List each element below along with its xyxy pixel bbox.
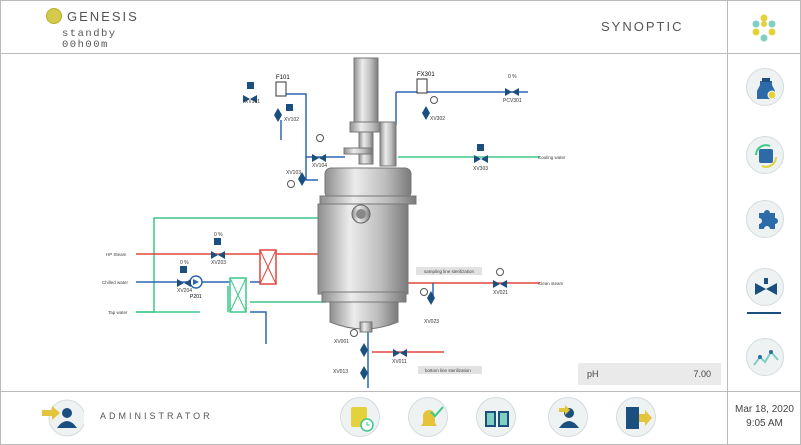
- datetime: Mar 18, 2020 9:05 AM: [727, 391, 801, 445]
- cooling-water-label: Cooling water: [538, 155, 566, 160]
- valve-xv204[interactable]: [177, 279, 191, 287]
- user-admin-button[interactable]: [548, 397, 588, 437]
- valve-xv303[interactable]: [474, 155, 488, 163]
- synoptic-panel: F101 FX301 P201: [0, 54, 727, 392]
- book-icon: [485, 411, 509, 427]
- xv001-label: XV001: [334, 339, 349, 345]
- valve-xv101[interactable]: [243, 95, 257, 103]
- brand: GENESIS: [46, 8, 139, 24]
- user-role: ADMINISTRATOR: [100, 411, 213, 421]
- pcv301-label: PCV301: [503, 98, 522, 104]
- sidebar-item-synoptic[interactable]: [746, 268, 784, 306]
- tap-water-label: Tap water: [108, 310, 128, 315]
- user-login-button[interactable]: [40, 398, 86, 438]
- valve-xv203[interactable]: [211, 251, 225, 259]
- xv204-percent: 0 %: [180, 260, 189, 266]
- sidebar: [727, 0, 801, 392]
- valve-xv013[interactable]: [360, 366, 368, 380]
- xv013-label: XV013: [333, 369, 348, 375]
- manual-button[interactable]: [476, 397, 516, 437]
- user-login-icon: [42, 399, 86, 437]
- xv101-label: XV101: [245, 99, 260, 105]
- xv203-percent: 0 %: [214, 232, 223, 238]
- hp-steam-label: HP Steam: [106, 252, 127, 257]
- footer: [0, 391, 801, 445]
- sidebar-active-indicator: [747, 312, 781, 314]
- xv021-label: XV021: [493, 290, 508, 296]
- sidebar-item-puzzle[interactable]: [746, 200, 784, 238]
- bottom-sterilization-button[interactable]: [418, 366, 482, 374]
- steam-lines: [136, 253, 540, 353]
- cooling-lines: [136, 156, 540, 313]
- valve-xv102[interactable]: [274, 108, 282, 122]
- app-name: GENESIS: [67, 8, 139, 24]
- chilled-water-label: Chilled water: [102, 280, 129, 285]
- valve-xv001[interactable]: [360, 343, 368, 357]
- xv104-label: XV104: [312, 163, 327, 169]
- filter-fx301-label: FX301: [417, 72, 435, 78]
- xv203-label: XV203: [211, 260, 226, 266]
- valve-xv104[interactable]: [312, 154, 326, 162]
- user-icon: [559, 405, 579, 428]
- sampling-sterilization-button[interactable]: [416, 267, 482, 275]
- ph-label: pH: [587, 369, 599, 379]
- valve-xv023[interactable]: [427, 291, 435, 305]
- sidebar-item-reactor[interactable]: [746, 68, 784, 106]
- header: [0, 0, 727, 54]
- puzzle-icon: [759, 210, 778, 229]
- filter-fx301[interactable]: [416, 78, 428, 94]
- ph-readout[interactable]: pH 7.00: [578, 363, 721, 385]
- dots-logo-icon: [752, 14, 776, 42]
- xv103-label: XV103: [286, 170, 301, 176]
- valve-xv301[interactable]: [422, 106, 430, 120]
- bioreactor-vessel: [317, 57, 417, 333]
- xv102-label: XV102: [284, 117, 299, 123]
- page-title: SYNOPTIC: [601, 19, 684, 34]
- xv023-label: XV023: [424, 319, 439, 325]
- process-diagram: F101 FX301 P201: [102, 57, 566, 388]
- bell-check-icon: [421, 406, 444, 426]
- xv011-label: XV011: [392, 359, 407, 365]
- valve-pcv301[interactable]: [505, 88, 519, 96]
- valve-xv011[interactable]: [393, 349, 407, 357]
- logout-button[interactable]: [616, 397, 656, 437]
- sidebar-item-cycle[interactable]: [746, 136, 784, 174]
- valve-xv103[interactable]: [298, 172, 306, 186]
- pcv301-percent: 0 %: [508, 74, 517, 80]
- valve-icon: [755, 278, 777, 295]
- rotate-icon: [755, 144, 777, 168]
- chart-icon: [753, 350, 779, 366]
- ph-value: 7.00: [693, 369, 711, 379]
- brand-logo-icon: [46, 8, 62, 24]
- run-status: standby: [62, 28, 117, 40]
- alarms-button[interactable]: [408, 397, 448, 437]
- filter-f101-label: F101: [276, 75, 290, 81]
- status-block: standby 00h00m: [62, 29, 117, 51]
- xv204-label: XV204: [177, 288, 192, 294]
- clean-steam-label: Clean steam: [538, 281, 564, 286]
- door-exit-icon: [626, 407, 652, 429]
- time: 9:05 AM: [746, 418, 783, 429]
- xv303-label: XV303: [473, 166, 488, 172]
- valve-xv021[interactable]: [493, 280, 507, 288]
- filter-f101[interactable]: [275, 81, 287, 97]
- recipe-clock-icon: [351, 407, 374, 432]
- date: Mar 18, 2020: [735, 404, 794, 415]
- sidebar-item-trend[interactable]: [746, 338, 784, 376]
- bottom-sterilization-label: bottom line sterilization: [425, 368, 471, 373]
- recipes-button[interactable]: [340, 397, 380, 437]
- elapsed-time: 00h00m: [62, 39, 109, 51]
- flask-icon: [757, 78, 777, 100]
- menu-logo[interactable]: [727, 0, 801, 54]
- xv302-label: XV302: [430, 116, 445, 122]
- sampling-sterilization-label: sampling line sterilization: [424, 269, 475, 274]
- pump-p201-label: P201: [190, 294, 202, 300]
